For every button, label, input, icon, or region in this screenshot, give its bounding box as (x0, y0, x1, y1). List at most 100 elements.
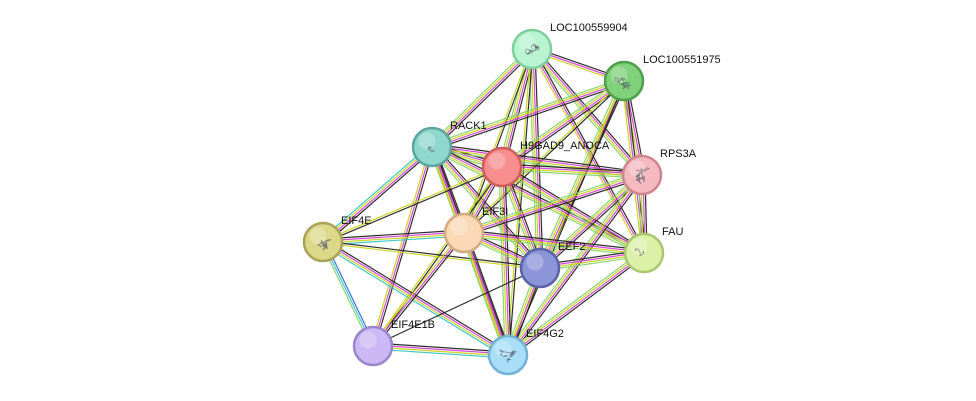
node-layer (302, 28, 665, 376)
edge-line (503, 163, 646, 251)
edge-line (462, 171, 642, 231)
node-highlight (630, 238, 648, 256)
node-label-eef2: EEF2 (558, 241, 586, 253)
edge-line (533, 46, 645, 174)
edge-line (373, 344, 509, 355)
edge-rack1-eif4e (320, 144, 435, 245)
edge-line (323, 147, 434, 244)
edge-line (431, 147, 642, 177)
edge-eif4e1b-eif4g2 (372, 342, 509, 359)
edge-line (538, 173, 642, 268)
protein-structure-icon (499, 349, 517, 363)
edge-line (431, 149, 642, 179)
edge-line (499, 78, 623, 166)
edge-eef2-eif4e1b (372, 267, 541, 347)
edge-line (508, 253, 645, 357)
edge-line (372, 348, 508, 359)
edge-line (372, 146, 433, 347)
node-label-eif4g2: EIF4G2 (526, 328, 564, 340)
node-circle[interactable] (519, 247, 561, 289)
edge-line (432, 145, 645, 253)
node-eif4g2[interactable] (487, 334, 529, 376)
node-label-eif4e: EIF4E (341, 215, 372, 227)
edge-loc100559904-rps3a (529, 46, 645, 178)
edge-line (370, 146, 431, 346)
node-rack1[interactable] (411, 126, 453, 168)
edge-line (464, 229, 645, 251)
edge-line (324, 238, 510, 353)
edge-line (433, 50, 535, 150)
protein-structure-icon (635, 167, 650, 184)
edge-eif3i-eif4e1b (370, 231, 467, 348)
node-h9gad9-anoca[interactable] (481, 146, 523, 188)
edge-line (370, 231, 463, 346)
edge-line (463, 233, 644, 255)
edge-fau-eif4g2 (505, 250, 647, 358)
edge-loc100551975-rack1 (430, 77, 626, 151)
node-loc100551975[interactable] (603, 60, 645, 102)
edge-line (501, 169, 642, 179)
node-circle[interactable] (481, 146, 523, 188)
edge-line (432, 145, 643, 175)
edge-line (500, 169, 643, 257)
node-rps3a[interactable] (621, 154, 663, 196)
node-circle[interactable] (443, 212, 485, 254)
node-label-h9gad9-anoca: H9GAD9_ANOCA (520, 140, 610, 152)
edge-h9gad9-anoca-rps3a (501, 163, 643, 179)
edge-line (509, 176, 645, 358)
edge-line (509, 254, 647, 358)
node-eef2[interactable] (519, 247, 561, 289)
edge-line (529, 49, 643, 255)
node-eif4e[interactable] (302, 221, 344, 263)
edge-line (507, 251, 644, 355)
edge-line (321, 145, 432, 242)
edge-line (501, 167, 644, 255)
edge-rack1-eef2 (429, 144, 543, 271)
edge-eif4e-eef2 (322, 240, 541, 270)
edge-line (506, 48, 532, 355)
edge-line (466, 231, 512, 355)
edge-rack1-eif4e1b (370, 146, 435, 347)
edge-line (430, 47, 532, 147)
edge-line (464, 49, 534, 234)
edge-line (464, 232, 510, 355)
edge-line (324, 148, 435, 245)
edge-line (432, 81, 625, 149)
edge-line (321, 244, 507, 359)
node-eif4e1b[interactable] (352, 325, 394, 367)
node-highlight (494, 340, 512, 358)
edge-line (498, 167, 506, 356)
node-highlight (359, 331, 377, 349)
edge-eif4e-eif4g2 (321, 238, 510, 359)
node-highlight (518, 34, 536, 52)
node-fau[interactable] (623, 232, 665, 274)
protein-structure-icon (614, 77, 632, 90)
edge-line (323, 167, 503, 244)
node-label-fau: FAU (662, 226, 683, 238)
node-eif3i[interactable] (443, 212, 485, 254)
node-circle[interactable] (352, 325, 394, 367)
edge-rps3a-eif3i (462, 171, 644, 237)
edge-line (323, 240, 509, 355)
edge-h9gad9-anoca-eif4e (322, 165, 503, 244)
node-label-loc100551975: LOC100551975 (643, 54, 721, 66)
edge-eif3i-fau (463, 229, 645, 257)
edge-line (322, 231, 464, 242)
edge-line (432, 143, 643, 173)
edge-rack1-rps3a (431, 143, 643, 179)
edge-line (508, 49, 534, 356)
edge-line (464, 175, 643, 235)
edge-line (505, 172, 641, 354)
edge-line (500, 167, 508, 356)
edge-line (373, 342, 509, 353)
edge-line (463, 173, 642, 233)
edge-line (505, 250, 643, 354)
edge-line (322, 165, 502, 242)
edge-line (536, 79, 622, 268)
edge-line (430, 149, 643, 257)
edge-line (429, 148, 539, 271)
edge-line (502, 81, 625, 169)
node-loc100559904[interactable] (511, 28, 553, 70)
edge-line (502, 165, 645, 253)
